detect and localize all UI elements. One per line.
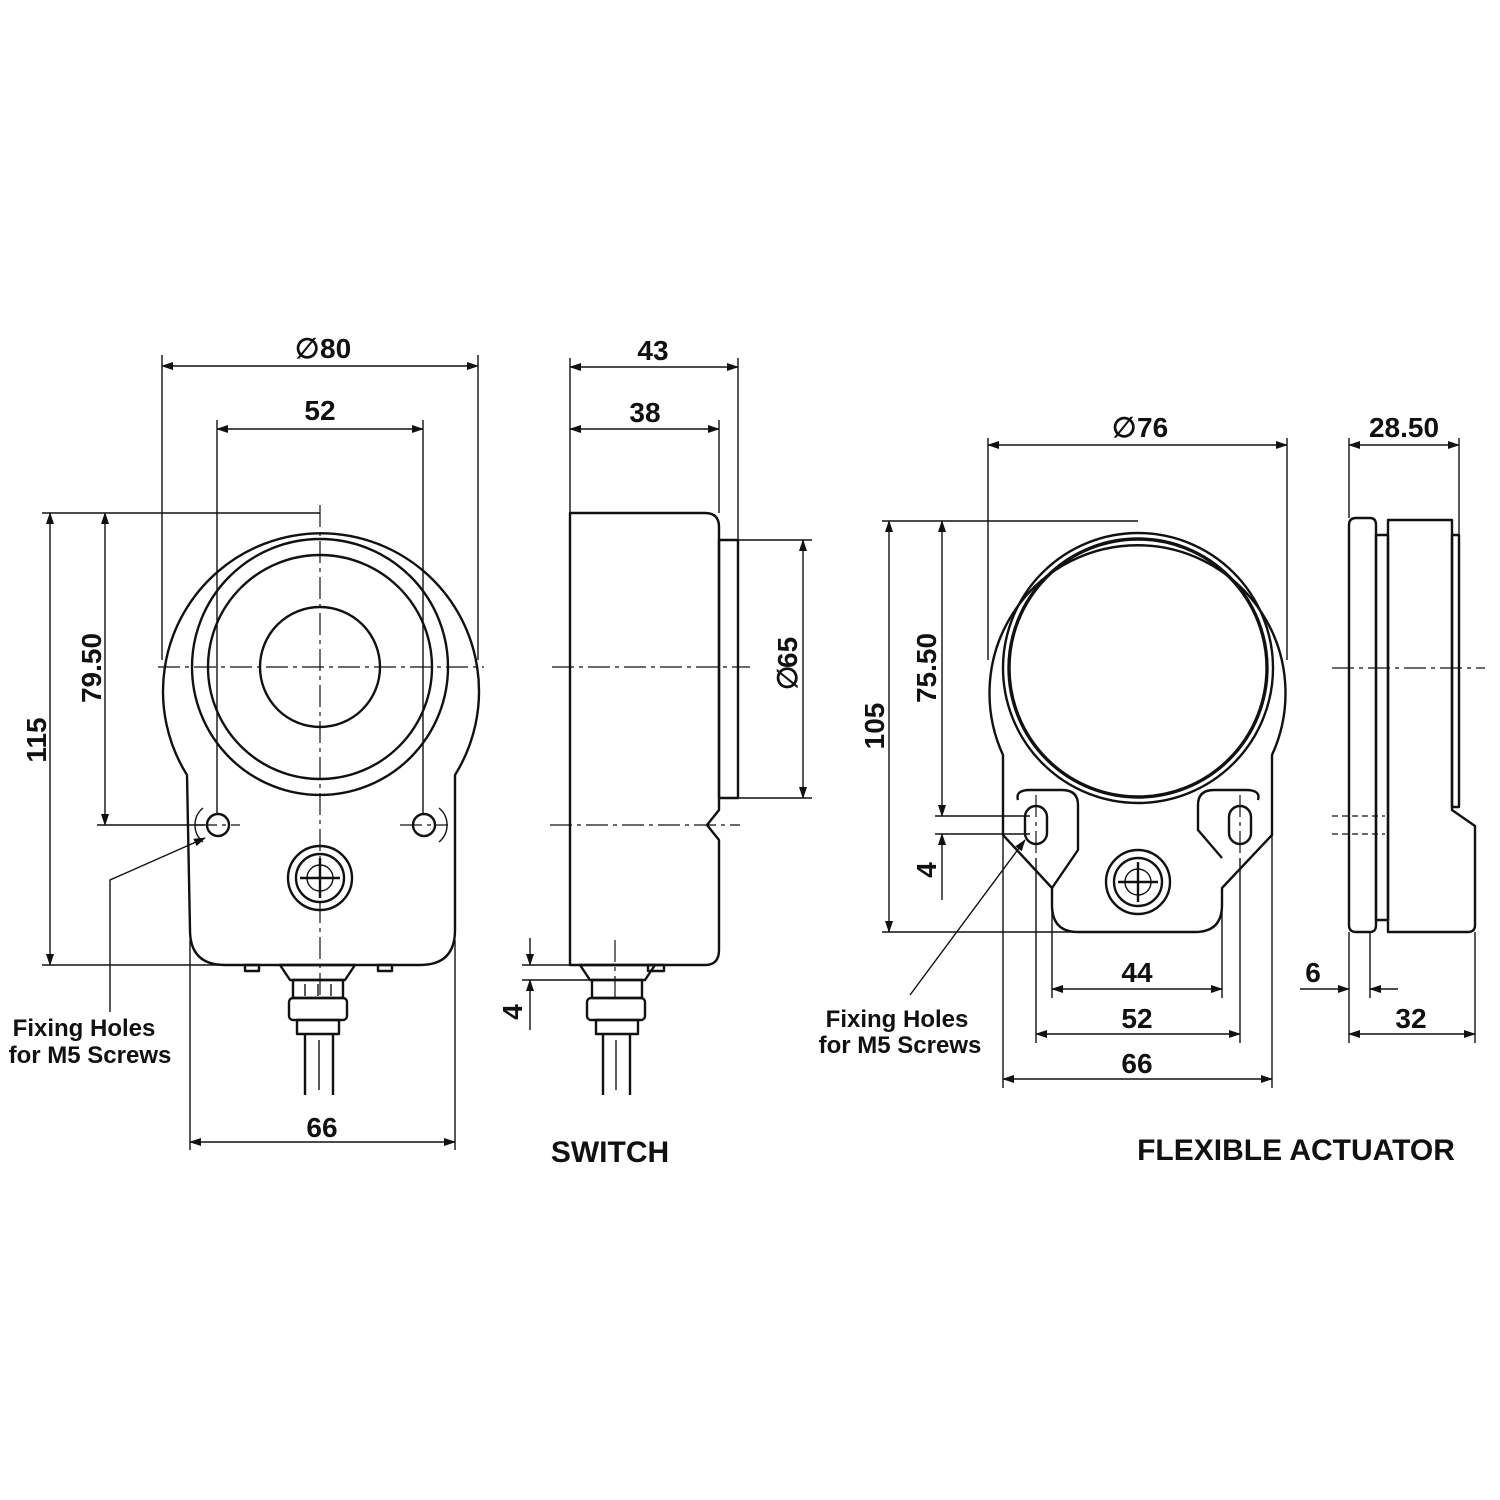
bottom-nub-right [376, 963, 394, 973]
actuator-side-face [1450, 533, 1461, 809]
note-fixing-holes-line2: for M5 Screws [9, 1042, 172, 1069]
actuator-housing-outline [988, 544, 1287, 934]
dim-actuator-depth-top: 28.50 [1369, 412, 1439, 443]
dim-actuator-height: 105 [859, 703, 890, 750]
ear-right [1196, 788, 1260, 859]
actuator-screw-icon [1104, 848, 1172, 916]
dim-actuator-hole-height: 75.50 [911, 633, 942, 703]
symbol-diameter: ∅ [295, 333, 319, 364]
dim-actuator-width: 66 [1121, 1048, 1152, 1079]
actuator-pad-inner [1007, 537, 1269, 799]
switch-side-body [568, 511, 721, 967]
dim-switch-diameter: 80 [320, 333, 351, 364]
title-flexible-actuator: FLEXIBLE ACTUATOR [1137, 1134, 1455, 1167]
cable-gland [278, 963, 357, 1036]
dim-switch-depth-body: 38 [629, 397, 660, 428]
dim-actuator-slot-offset: 4 [911, 862, 942, 878]
dim-switch-hole-spacing: 52 [304, 395, 335, 426]
dim-switch-width: 66 [306, 1112, 337, 1143]
dim-switch-hole-height: 79.50 [76, 633, 107, 703]
dim-actuator-flange: 6 [1305, 957, 1321, 988]
dim-switch-depth-total: 43 [637, 335, 668, 366]
dim-actuator-depth-total: 32 [1395, 1003, 1426, 1034]
actuator-note-line2: for M5 Screws [819, 1032, 982, 1059]
cable [303, 1034, 335, 1095]
note-leader [109, 837, 206, 1012]
dim-actuator-inner-width: 44 [1121, 957, 1153, 988]
note-fixing-holes-line1: Fixing Holes [13, 1015, 156, 1042]
actuator-side-flange [1347, 516, 1378, 934]
switch-front-view: ∅ 80 52 115 79.50 66 Fixing Holes for M5… [9, 333, 484, 1150]
switch-side-face [717, 538, 740, 800]
actuator-front-view: ∅ 76 105 75.50 4 44 52 66 Fixing Holes [819, 412, 1288, 1088]
switch-housing-outline [161, 532, 481, 967]
side-cable-gland [578, 963, 657, 1095]
symbol-diameter-65: ∅ [772, 666, 803, 690]
actuator-note-leader [909, 839, 1026, 996]
ear-left [1016, 788, 1080, 889]
dim-actuator-hole-spacing: 52 [1121, 1003, 1152, 1034]
switch-side-view: 43 38 ∅ 65 4 SWITCH [497, 335, 812, 1169]
actuator-note-line1: Fixing Holes [826, 1006, 969, 1033]
actuator-pad-outer [1001, 531, 1275, 805]
dim-switch-height: 115 [21, 717, 52, 762]
title-switch: SWITCH [551, 1136, 669, 1169]
actuator-side-view: 28.50 6 32 FLEXIBLE ACTUATOR [1137, 412, 1485, 1167]
dim-switch-face-diameter: 65 [772, 637, 803, 668]
dim-switch-offset: 4 [497, 1004, 528, 1020]
actuator-side-body [1386, 518, 1477, 934]
dim-actuator-diameter: 76 [1137, 412, 1168, 443]
bottom-nub-left [243, 963, 261, 973]
actuator-side-step [1374, 533, 1390, 922]
symbol-diameter-76: ∅ [1112, 412, 1136, 443]
